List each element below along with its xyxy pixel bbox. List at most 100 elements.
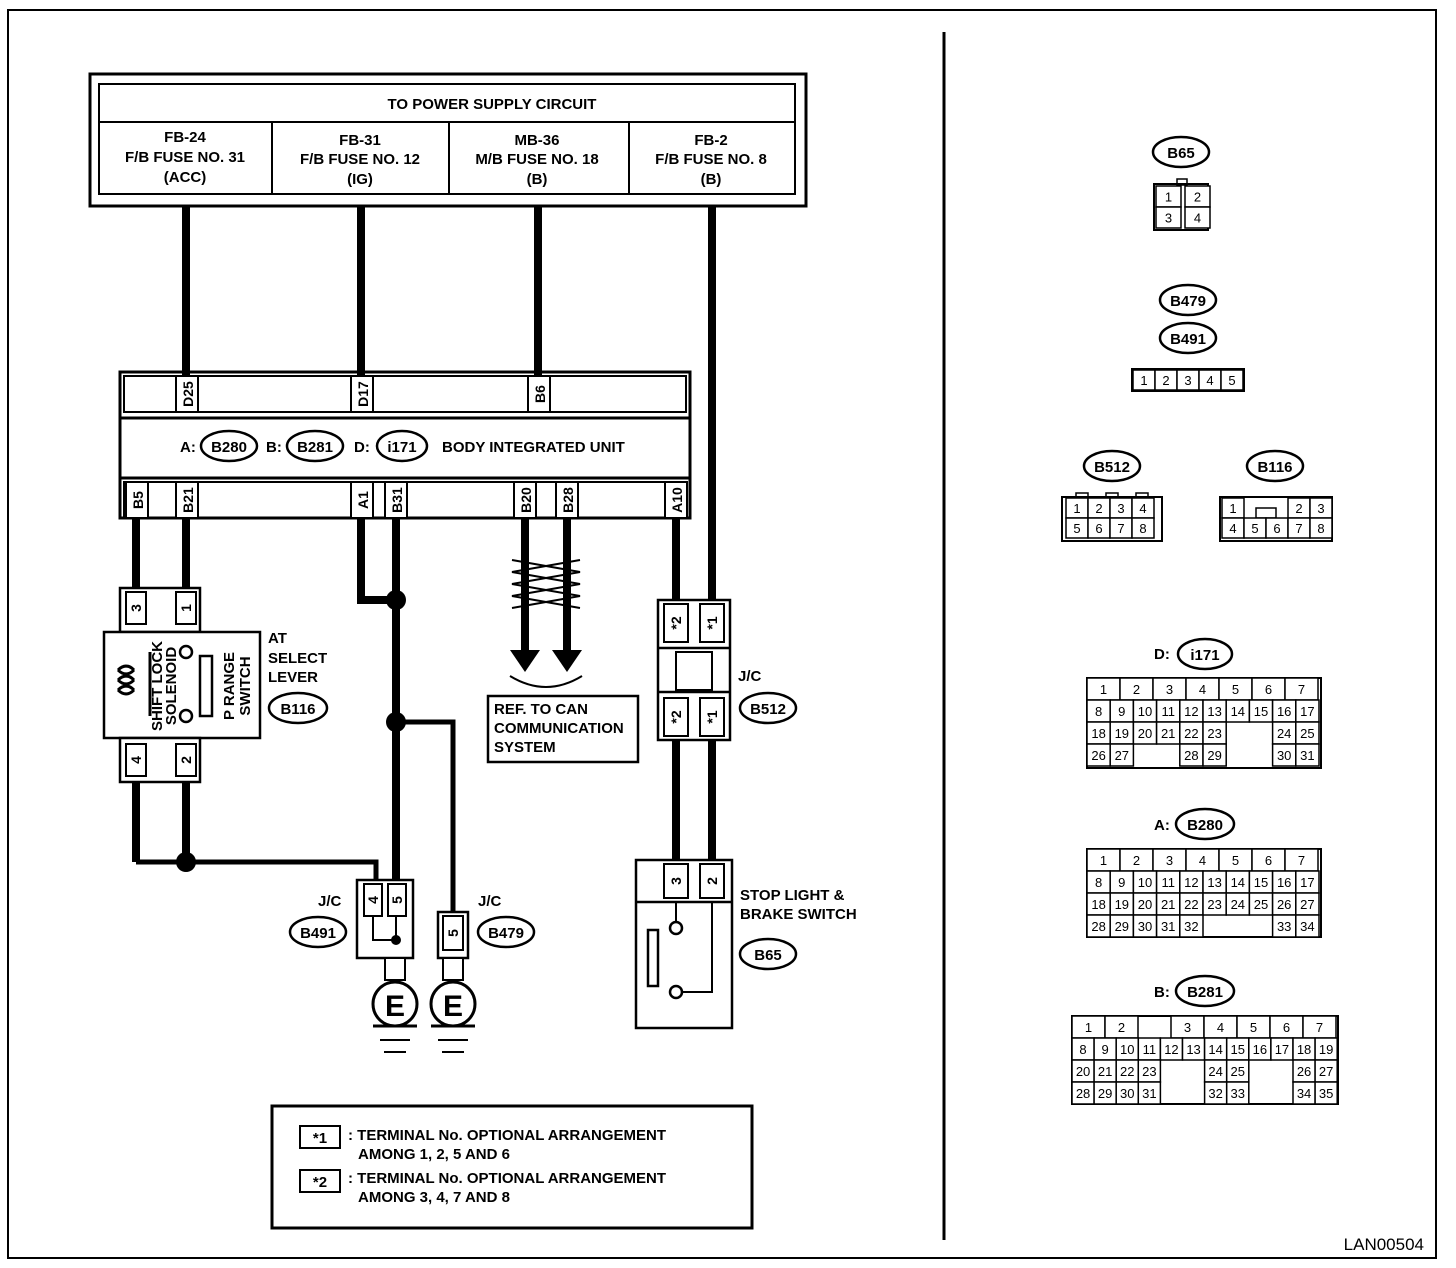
connector-badge: B280 [211,439,247,456]
body-integrated-unit: D25 D17 B6 B5 B21 A1 B31 B20 B28 A10 A: … [118,370,692,520]
pin-number: 2 [1194,190,1201,205]
pin-label: *2 [668,616,684,629]
pin-label: B21 [180,487,196,513]
pin-number: 18 [1297,1042,1311,1057]
pin-label: 1 [178,604,194,612]
pin-number: 10 [1120,1042,1134,1057]
pin-number: 26 [1091,748,1105,763]
pin-number: 5 [1232,853,1239,868]
pin-number: 5 [1250,1020,1257,1035]
page-frame [7,9,1437,1259]
pin-number: 33 [1231,1086,1245,1101]
pin-number: 24 [1208,1064,1222,1079]
prefix-d: D: [1154,646,1170,663]
pin-number: 6 [1283,1020,1290,1035]
pin-number: 11 [1161,875,1175,890]
pin-number: 31 [1300,748,1314,763]
pin-number: 16 [1277,704,1291,719]
pin-number: 13 [1207,704,1221,719]
pin-number: 3 [1117,501,1124,516]
wires [132,206,716,880]
pin-number: 8 [1095,875,1102,890]
switch-label: BRAKE SWITCH [740,906,857,923]
pin-number: 14 [1208,1042,1222,1057]
pin-number: 21 [1161,726,1175,741]
pin-number: 7 [1316,1020,1323,1035]
pin-number: 15 [1254,704,1268,719]
svg-text:E: E [385,990,405,1023]
jc-label: J/C [738,668,762,685]
lever-label: SELECT [268,650,327,667]
pin-number: 2 [1295,501,1302,516]
ground-symbol: E [371,980,419,1053]
pin-number: 9 [1118,704,1125,719]
pin-number: 20 [1076,1064,1090,1079]
fuse-label: (IG) [347,171,373,188]
pin-label: 4 [128,756,144,764]
pin-number: 2 [1133,682,1140,697]
connector-badge: B281 [1187,984,1223,1001]
can-ref-label: SYSTEM [494,739,556,756]
biu-title: BODY INTEGRATED UNIT [442,439,625,456]
pin-number: 25 [1254,897,1268,912]
pin-number: 1 [1229,501,1236,516]
solenoid-label: SHIFT LOCK [149,641,166,731]
can-ref-label: COMMUNICATION [494,720,624,737]
pin-number: 17 [1275,1042,1289,1057]
switch-label: SWITCH [237,656,254,715]
connector-badge: i171 [1190,647,1219,664]
pin-number: 7 [1298,682,1305,697]
pin-number: 22 [1184,897,1198,912]
lever-label: AT [268,630,287,647]
pin-number: 4 [1194,211,1201,226]
connector-view-i171-title: D: i171 [1154,637,1234,671]
pin-cell [1137,1081,1162,1105]
pin-cell [1109,743,1135,767]
pin-number: 22 [1184,726,1198,741]
pin-cell [1179,914,1204,938]
junction-connector-b512: *2 *1 *2 *1 J/C B512 [656,598,798,742]
pin-number: 3 [1184,373,1191,388]
pin-number: 3 [1184,1020,1191,1035]
connector-badge: B479 [488,925,524,942]
pin-number: 5 [1228,373,1235,388]
pin-number: 1 [1085,1020,1092,1035]
switch-label: P RANGE [221,652,238,720]
pin-label: 2 [178,756,194,764]
pin-number: 19 [1115,897,1129,912]
prefix-b: B: [1154,984,1170,1001]
pin-label: B5 [130,491,146,509]
pin-cell [1295,914,1320,938]
junction-connector-b479: 5 J/C B479 [436,893,536,981]
pin-cell [1220,369,1244,391]
legend-text: AMONG 3, 4, 7 AND 8 [358,1189,510,1206]
pin-number: 8 [1317,521,1324,536]
pin-number: 16 [1277,875,1291,890]
fuse-label: FB-31 [339,132,381,149]
pin-number: 3 [1317,501,1324,516]
connector-badge: B479 [1170,293,1206,310]
pin-number: 21 [1161,897,1175,912]
connector-view-b281-title: B: B281 [1154,974,1236,1008]
pin-number: 29 [1098,1086,1112,1101]
connector-badge: B491 [1170,331,1206,348]
ground-symbol: E [429,980,477,1053]
pin-number: 7 [1295,521,1302,536]
pin-number: 8 [1079,1042,1086,1057]
pin-cell [1309,517,1333,539]
connector-view-b512: B512 [1082,449,1142,483]
pin-number: 27 [1300,897,1314,912]
pin-label: B6 [532,385,548,403]
fuse-label: FB-24 [164,129,206,146]
pin-number: 7 [1117,521,1124,536]
pin-number: 11 [1143,1042,1157,1057]
pin-label: *2 [668,710,684,723]
prefix-b: B: [266,439,282,456]
fuse-label: F/B FUSE NO. 31 [125,149,245,166]
pin-label: 5 [389,896,405,904]
pin-number: 14 [1231,875,1245,890]
